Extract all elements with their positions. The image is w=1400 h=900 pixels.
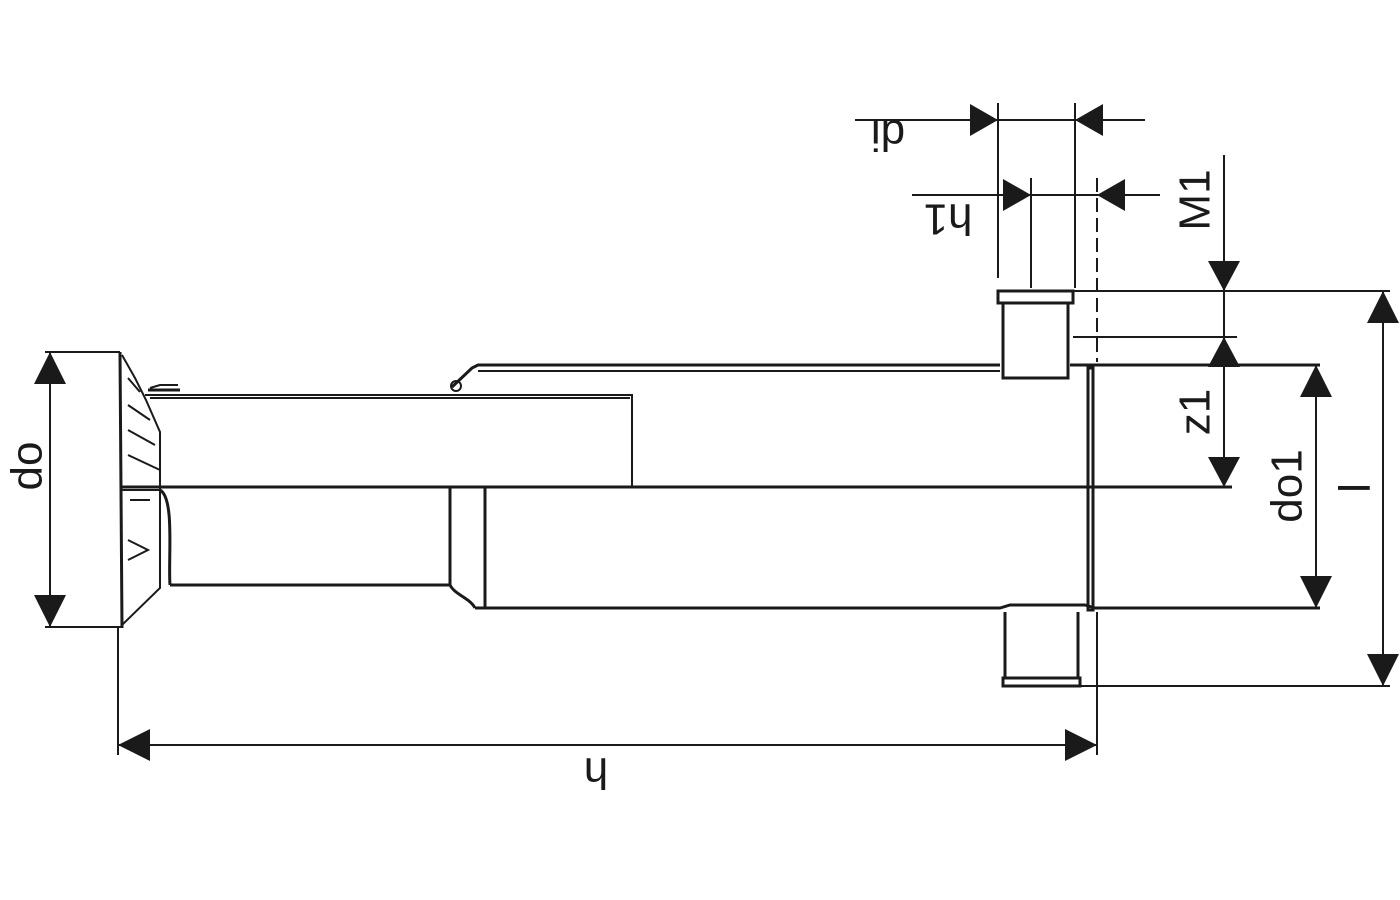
dimension-h: h bbox=[118, 729, 1097, 797]
dimension-l: l bbox=[1331, 291, 1399, 686]
do1-arrow-bottom bbox=[1300, 576, 1332, 608]
h-arrow-left bbox=[118, 729, 150, 761]
bottom-nozzle bbox=[1001, 612, 1390, 688]
dimension-M1: M1 bbox=[1171, 155, 1240, 337]
z1-arrow-top bbox=[1208, 337, 1240, 367]
do-arrow-top bbox=[34, 352, 66, 384]
l-arrow-top bbox=[1367, 291, 1399, 323]
label-l: l bbox=[1331, 483, 1380, 493]
label-do1: do1 bbox=[1263, 449, 1312, 522]
label-M1: M1 bbox=[1171, 169, 1220, 230]
h-arrow-right bbox=[1065, 729, 1097, 761]
label-h1: h1 bbox=[924, 194, 973, 243]
flange bbox=[118, 351, 172, 629]
label-do: do bbox=[3, 442, 52, 491]
extension-lines bbox=[117, 103, 1098, 755]
top-nozzle bbox=[996, 289, 1390, 380]
do-arrow-bottom bbox=[34, 595, 66, 627]
z1-arrow-bottom bbox=[1208, 457, 1240, 487]
dimension-do: do bbox=[3, 351, 122, 628]
di-arrow-left bbox=[970, 104, 998, 136]
label-h: h bbox=[584, 748, 608, 797]
l-arrow-bottom bbox=[1367, 654, 1399, 686]
do1-arrow-top bbox=[1300, 365, 1332, 397]
upper-inner-pipe bbox=[145, 384, 633, 487]
h1-arrow-right bbox=[1097, 179, 1125, 211]
outer-tube bbox=[450, 363, 1320, 612]
dimension-do1: do1 bbox=[1263, 365, 1332, 608]
M1-arrow bbox=[1208, 261, 1240, 291]
dimension-h1: h1 bbox=[912, 179, 1160, 243]
label-di: di bbox=[871, 110, 905, 159]
dimension-z1: z1 bbox=[1171, 337, 1240, 487]
dimension-di: di bbox=[855, 104, 1145, 159]
label-z1: z1 bbox=[1171, 389, 1220, 435]
lower-inner-pipe bbox=[120, 485, 1320, 610]
di-arrow-right bbox=[1075, 104, 1103, 136]
h1-arrow-left bbox=[1003, 179, 1031, 211]
